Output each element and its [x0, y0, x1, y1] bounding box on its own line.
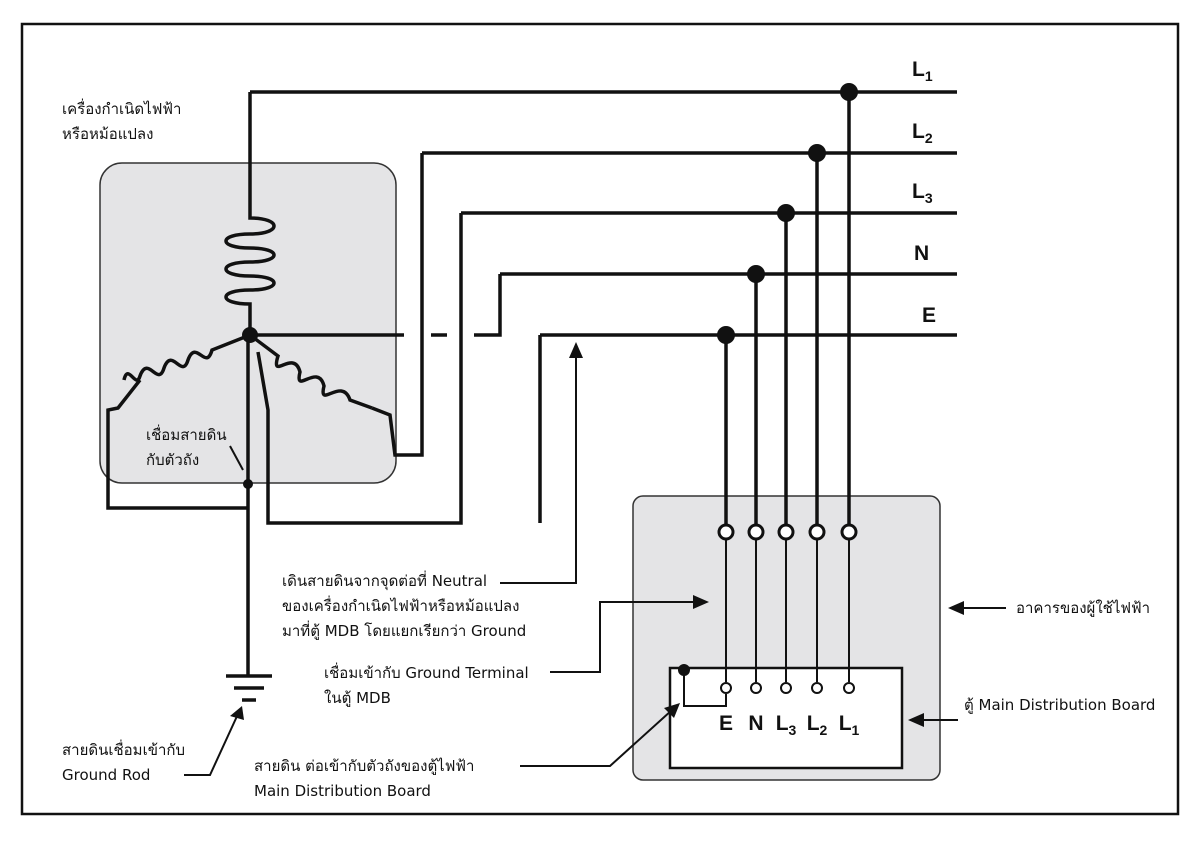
tank-bond-label-line-1: เชื่อมสายดิน	[146, 426, 227, 444]
junction-l1	[840, 83, 858, 101]
generator-label-line-2: หรือหม้อแปลง	[62, 125, 154, 143]
tank-bond-label: เชื่อมสายดิน กับตัวถัง	[146, 423, 227, 473]
terminal-l1	[840, 523, 858, 541]
neutral-ground-label-line-1: เดินสายดินจากจุดต่อที่ Neutral	[282, 572, 488, 590]
ground-rod-label: สายดินเชื่อมเข้ากับ Ground Rod	[62, 738, 185, 788]
junction-l3	[777, 204, 795, 222]
arrow-ground-rod-icon	[230, 706, 244, 720]
mdb-label-l1: L1	[838, 712, 860, 738]
wire-l3-gen-alt	[256, 213, 463, 525]
mdb-label-e: E	[718, 712, 733, 735]
arrow-building-icon	[948, 601, 964, 615]
ground-terminal-label-line-2: ในตู้ MDB	[324, 689, 391, 707]
mdb-terminal-e	[720, 682, 732, 694]
mdb-terminal-l1	[843, 682, 855, 694]
terminal-l2	[808, 523, 826, 541]
neutral-to-bus	[474, 274, 502, 337]
neutral-ground-label-line-2: ของเครื่องกำเนิดไฟฟ้าหรือหม้อแปลง	[282, 597, 520, 615]
ground-terminal-label: เชื่อมเข้ากับ Ground Terminal ในตู้ MDB	[324, 661, 529, 711]
label-l3: L3	[912, 180, 933, 206]
coil-left	[122, 333, 251, 382]
terminal-l3	[777, 523, 795, 541]
cabinet-ground-label-line-1: สายดิน ต่อเข้ากับตัวถังของตู้ไฟฟ้า	[254, 757, 475, 775]
junction-l2	[808, 144, 826, 162]
generator-label: เครื่องกำเนิดไฟฟ้า หรือหม้อแปลง	[62, 97, 181, 147]
label-n: N	[914, 242, 930, 265]
mdb-label: ตู้ Main Distribution Board	[964, 696, 1156, 714]
terminal-n	[747, 523, 765, 541]
leader-cabinet	[520, 709, 673, 767]
cabinet-bond	[683, 670, 727, 707]
mdb-label-l3: L3	[775, 712, 797, 738]
neutral-ground-label-line-3: มาที่ตู้ MDB โดยแยกเรียกว่า Ground	[282, 622, 527, 640]
mdb-terminal-l2	[811, 682, 823, 694]
mdb-label-n: N	[748, 712, 764, 735]
label-e: E	[922, 304, 937, 327]
cabinet-point	[678, 664, 690, 676]
arrow-mdb-icon	[908, 713, 924, 727]
leader-tank-bond	[229, 445, 244, 471]
ground-rod-label-line-1: สายดินเชื่อมเข้ากับ	[62, 741, 185, 759]
mdb-terminal-n	[750, 682, 762, 694]
wire-l3-gen	[106, 378, 248, 510]
ground-terminal-label-line-1: เชื่อมเข้ากับ Ground Terminal	[324, 664, 529, 682]
cabinet-ground-label-line-2: Main Distribution Board	[254, 782, 431, 800]
terminal-e	[717, 523, 735, 541]
cabinet-ground-label: สายดิน ต่อเข้ากับตัวถังของตู้ไฟฟ้า Main …	[254, 754, 474, 804]
label-l2: L2	[912, 120, 933, 146]
generator-label-line-1: เครื่องกำเนิดไฟฟ้า	[62, 100, 182, 118]
arrow-cabinet-icon	[664, 703, 680, 718]
junction-e	[717, 326, 735, 344]
tank-point	[243, 479, 253, 489]
star-point	[242, 327, 258, 343]
building-label: อาคารของผู้ใช้ไฟฟ้า	[1016, 599, 1151, 617]
label-l1: L1	[912, 58, 933, 84]
junction-n	[747, 265, 765, 283]
leader-neutral	[500, 355, 577, 584]
ground-rod-label-line-2: Ground Rod	[62, 766, 151, 784]
coil-top	[224, 200, 276, 335]
leader-ground-rod	[184, 713, 239, 776]
mdb-terminal-l3	[780, 682, 792, 694]
arrow-neutral-icon	[569, 342, 583, 358]
frame	[20, 22, 1180, 816]
arrow-ground-terminal-icon	[693, 595, 709, 609]
coil-right	[248, 333, 373, 410]
tank-bond-label-line-2: กับตัวถัง	[146, 451, 200, 469]
wire-l2-gen	[371, 153, 424, 457]
neutral-ground-label: เดินสายดินจากจุดต่อที่ Neutral ของเครื่อ…	[282, 569, 526, 644]
leader-ground-terminal	[550, 601, 700, 673]
mdb-label-l2: L2	[806, 712, 828, 738]
